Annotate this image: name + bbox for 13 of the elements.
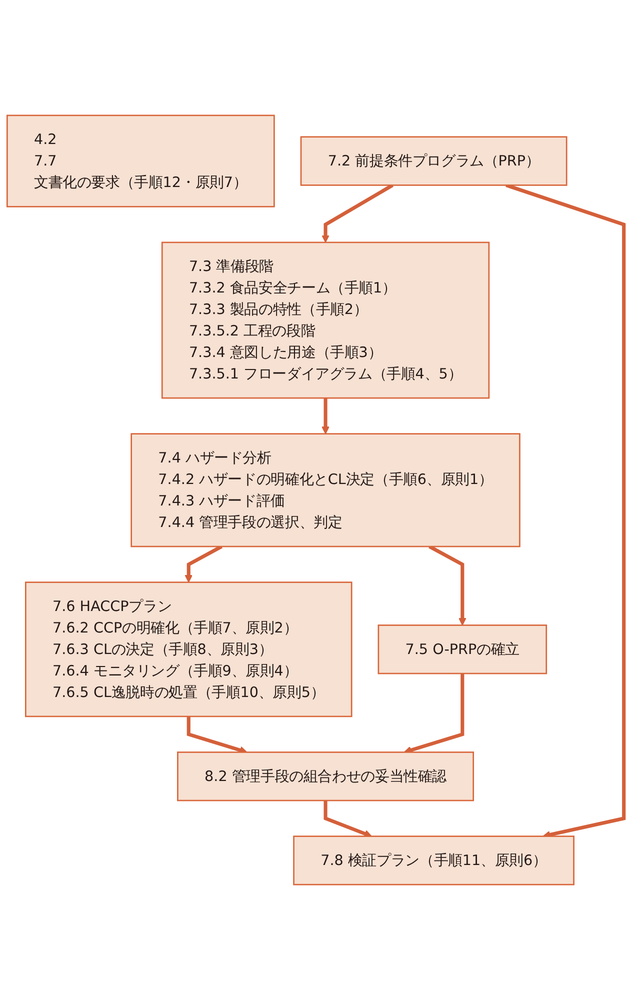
node-box: 7.3 準備段階 7.3.2 食品安全チーム（手順1） 7.3.3 製品の特性（手順2） 7.3.5.2 工程の段階 7.3.4 意図した用途（手順3） 7.3.5.1 フローダイアグラム（手順4、5） — [161, 242, 490, 399]
node-box: 7.5 O-PRPの確立 — [378, 624, 548, 674]
node-box: 4.2 7.7 文書化の要求（手順12・原則7） — [6, 114, 275, 208]
arrow — [404, 674, 464, 754]
arrow — [324, 800, 372, 838]
arrow — [322, 184, 394, 243]
node-box: 7.2 前提条件プログラム（PRP） — [300, 136, 568, 186]
arrow — [186, 716, 248, 754]
node-box: 8.2 管理手段の組合わせの妥当性確認 — [177, 752, 474, 802]
node-box: 7.4 ハザード分析 7.4.2 ハザードの明確化とCL決定（手順6、原則1） 7.4.3 ハザード評価 7.4.4 管理手段の選択、判定 — [130, 433, 520, 548]
node-box: 7.8 検証プラン（手順11、原則6） — [293, 836, 574, 886]
arrow — [322, 398, 330, 434]
node-box: 7.6 HACCPプラン 7.6.2 CCPの明確化（手順7、原則2） 7.6.3 CLの決定（手順8、原則3） 7.6.4 モニタリング（手順9、原則4） 7.6.5 CL逸脱時の処置（手順10、原則5） — [25, 582, 352, 718]
